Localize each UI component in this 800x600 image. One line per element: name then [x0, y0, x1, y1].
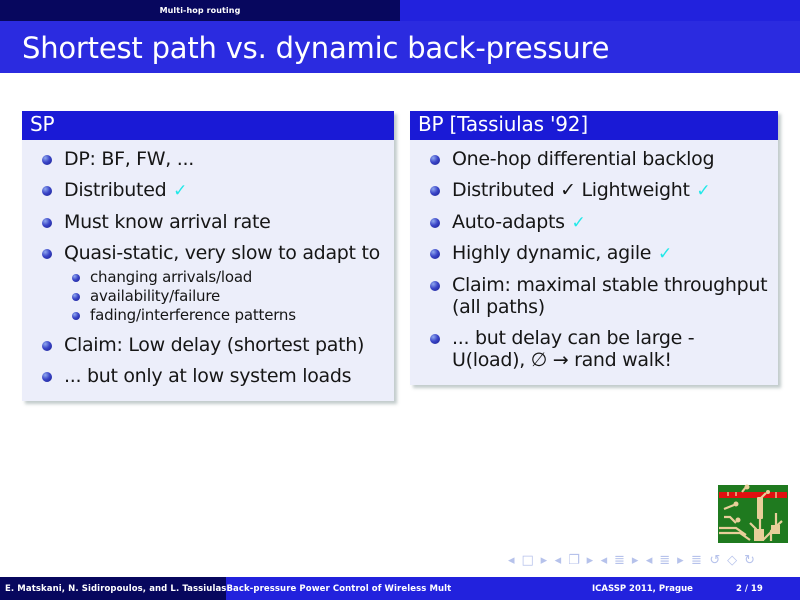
page-title: Shortest path vs. dynamic back-pressure — [22, 31, 610, 65]
bullet-icon — [42, 155, 52, 165]
list-item: One-hop differential backlog — [418, 148, 768, 170]
footer-authors: E. Matskani, N. Sidiropoulos, and L. Tas… — [0, 577, 227, 600]
list-item-text: ... but delay can be large - U(load), ∅ … — [452, 327, 695, 372]
slide-footer: E. Matskani, N. Sidiropoulos, and L. Tas… — [0, 577, 800, 600]
list-item-text: Auto-adapts — [452, 210, 565, 233]
list-item-text: Distributed — [64, 179, 167, 202]
bullet-icon — [42, 186, 52, 197]
bullet-icon — [42, 340, 52, 351]
checkmark-icon: ✓ — [173, 181, 188, 202]
bullet-icon — [430, 186, 440, 197]
bullet-icon — [430, 249, 440, 260]
list-item-text: Claim: maximal stable throughput (all pa… — [452, 274, 768, 319]
bullet-icon — [42, 248, 52, 259]
sublist-item-text: fading/interference patterns — [90, 306, 296, 325]
navigation-bar: Multi-hop routing — [0, 0, 800, 21]
list-item-text: Highly dynamic, agile — [452, 242, 652, 265]
nav-doc-icon[interactable]: ≣ — [691, 552, 704, 568]
block-sp-body: DP: BF, FW, ... Distributed ✓ Must know … — [22, 140, 394, 401]
list-item: DP: BF, FW, ... — [30, 148, 384, 170]
list-item: Must know arrival rate — [30, 211, 384, 233]
sublist-item: availability/failure — [64, 287, 384, 305]
sublist-item-text: changing arrivals/load — [90, 267, 253, 286]
block-sp: SP DP: BF, FW, ... Distributed ✓ Must kn… — [22, 111, 394, 401]
list-item-text: Must know arrival rate — [64, 210, 271, 233]
sublist: changing arrivals/load availability/fail… — [64, 268, 384, 325]
beamer-navigation-symbols[interactable]: ◂ □ ▸ ◂ ❐ ▸ ◂ ≣ ▸ ◂ ≣ ▸ ≣ ↺ ◇ ↻ — [508, 551, 780, 569]
nav-frame-group[interactable]: ◂ ❐ ▸ — [554, 552, 595, 568]
checkmark-icon: ✓ — [696, 181, 711, 202]
bullet-icon — [430, 281, 440, 292]
list-item: Distributed ✓ — [30, 179, 384, 202]
checkmark-icon: ✓ — [657, 244, 672, 265]
list-item-text: Quasi-static, very slow to adapt to — [64, 241, 380, 264]
bullet-icon — [72, 273, 80, 282]
nav-back-search-forward-group[interactable]: ↺ ◇ ↻ — [709, 552, 757, 568]
list-item-text: ... but only at low system loads — [64, 364, 352, 387]
circuit-board-logo — [716, 483, 790, 545]
list-item-text: DP: BF, FW, ... — [64, 148, 194, 170]
bullet-icon — [430, 155, 440, 165]
list-item: Auto-adapts ✓ — [418, 211, 768, 234]
list-item-text: Claim: Low delay (shortest path) — [64, 333, 365, 356]
list-item: ... but delay can be large - U(load), ∅ … — [418, 327, 768, 371]
footer-venue: ICASSP 2011, Prague — [592, 583, 693, 594]
bullet-icon — [72, 312, 80, 321]
nav-subsection-group[interactable]: ◂ ≣ ▸ — [600, 552, 640, 568]
slide-title-bar: Shortest path vs. dynamic back-pressure — [0, 21, 800, 73]
sublist-item: changing arrivals/load — [64, 268, 384, 286]
block-bp-list: One-hop differential backlog Distributed… — [418, 148, 768, 371]
list-item-text: One-hop differential backlog — [452, 148, 715, 170]
slide-content: SP DP: BF, FW, ... Distributed ✓ Must kn… — [0, 73, 800, 575]
bullet-icon — [430, 217, 440, 228]
list-item: Highly dynamic, agile ✓ — [418, 242, 768, 265]
circuit-board-icon — [718, 484, 788, 543]
block-sp-list: DP: BF, FW, ... Distributed ✓ Must know … — [30, 148, 384, 387]
block-bp-title: BP [Tassiulas '92] — [410, 111, 778, 140]
list-item: Claim: maximal stable throughput (all pa… — [418, 274, 768, 318]
footer-paper-title: Back-pressure Power Control of Wireless … — [226, 583, 452, 594]
nav-section-group[interactable]: ◂ ≣ ▸ — [645, 552, 686, 568]
sublist-item-text: availability/failure — [90, 287, 221, 306]
block-bp-body: One-hop differential backlog Distributed… — [410, 140, 778, 386]
list-item: Distributed ✓ Lightweight ✓ — [418, 179, 768, 202]
checkmark-icon: ✓ — [571, 212, 586, 233]
bullet-icon — [72, 293, 80, 302]
sublist-item: fading/interference patterns — [64, 306, 384, 324]
bullet-icon — [42, 217, 52, 228]
bullet-icon — [42, 371, 52, 382]
nav-section-label[interactable]: Multi-hop routing — [0, 0, 400, 21]
block-sp-title: SP — [22, 111, 394, 140]
list-item: ... but only at low system loads — [30, 365, 384, 387]
list-item: Claim: Low delay (shortest path) — [30, 334, 384, 356]
list-item: Quasi-static, very slow to adapt to chan… — [30, 242, 384, 325]
nav-slide-group[interactable]: ◂ □ ▸ — [508, 552, 549, 568]
bullet-icon — [430, 334, 440, 345]
footer-page-number: 2 / 19 — [736, 583, 763, 594]
list-item-text: Distributed ✓ Lightweight — [452, 179, 690, 202]
block-bp: BP [Tassiulas '92] One-hop differential … — [410, 111, 778, 386]
